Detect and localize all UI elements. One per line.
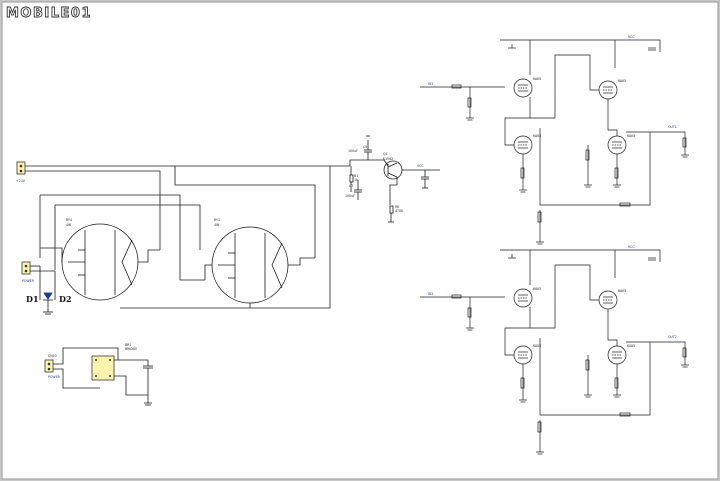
tube-lower-1: 6AK5 — [513, 287, 541, 308]
cap-c5-value: 100uF — [348, 149, 358, 153]
tube-lower-4-label: 6AK5 — [627, 344, 635, 348]
res-r1-value: 1k — [354, 178, 358, 182]
relay-a-ref: RY4 — [66, 218, 72, 222]
cap-c5-ref: C5 — [363, 145, 367, 149]
bridge-supply — [44, 347, 153, 406]
tube-upper-3-label: 6AK5 — [533, 134, 541, 138]
channel-lower-input-label: IN2 — [428, 292, 433, 296]
cap-c7-value: 100uF — [345, 194, 355, 198]
channel-lower-output-label: OUT2 — [668, 335, 677, 339]
tube-lower-1-label: 6AK5 — [533, 287, 541, 291]
bottom-connector-label: POWER — [48, 375, 61, 379]
watermark-logo: MOBILE01 — [6, 6, 92, 22]
tube-upper-2-label: 6AK5 — [618, 79, 626, 83]
regulator-q1 — [349, 135, 440, 223]
connector-power — [21, 261, 55, 275]
res-r8-value: 470K — [395, 209, 404, 213]
tube-lower-3-label: 6AK5 — [533, 344, 541, 348]
tube-lower-4: 6AK5 — [607, 344, 635, 365]
connector-24v — [16, 161, 26, 175]
relay-a — [40, 223, 160, 301]
connector-24v-label: +24V — [16, 179, 26, 183]
bridge-value: BRIDGE — [125, 347, 137, 351]
diode-1-label: D1 — [26, 294, 39, 304]
relay-b — [204, 226, 315, 308]
channel-upper-output-label: OUT1 — [668, 125, 677, 129]
cap-c7-ref: C7 — [349, 184, 353, 188]
channel-upper-supply-label: VCC — [628, 35, 635, 39]
connector-power-label: POWER — [22, 279, 35, 283]
regulator-out-label: VCC — [417, 164, 424, 168]
tube-upper-4-label: 6AK5 — [627, 134, 635, 138]
relay-a-value: 4W — [66, 223, 72, 227]
relay-b-ref: RY1 — [214, 218, 220, 222]
res-r8-ref: R8 — [395, 205, 399, 209]
channel-lower-supply-label: VCC — [628, 245, 635, 249]
diode-pair — [39, 266, 56, 315]
relay-b-value: 4W — [214, 223, 220, 227]
tube-lower-2-label: 6AK5 — [618, 289, 626, 293]
res-r1-ref: R1 — [354, 174, 358, 178]
channel-upper-input-label: IN1 — [428, 82, 433, 86]
left-section: +24V RY4 4W — [16, 135, 440, 406]
diode-2-label: D2 — [59, 294, 72, 304]
tube-upper-1: 6AK5 — [513, 77, 541, 98]
regulator-ref: Q1 — [383, 152, 388, 156]
tube-upper-1-label: 6AK5 — [533, 77, 541, 81]
bridge-ref: BR1 — [125, 343, 131, 347]
bottom-connector-ref: CN10 — [48, 354, 57, 358]
regulator-part: K1542 — [383, 157, 393, 161]
watermark-text: MOBILE01 — [6, 6, 92, 21]
